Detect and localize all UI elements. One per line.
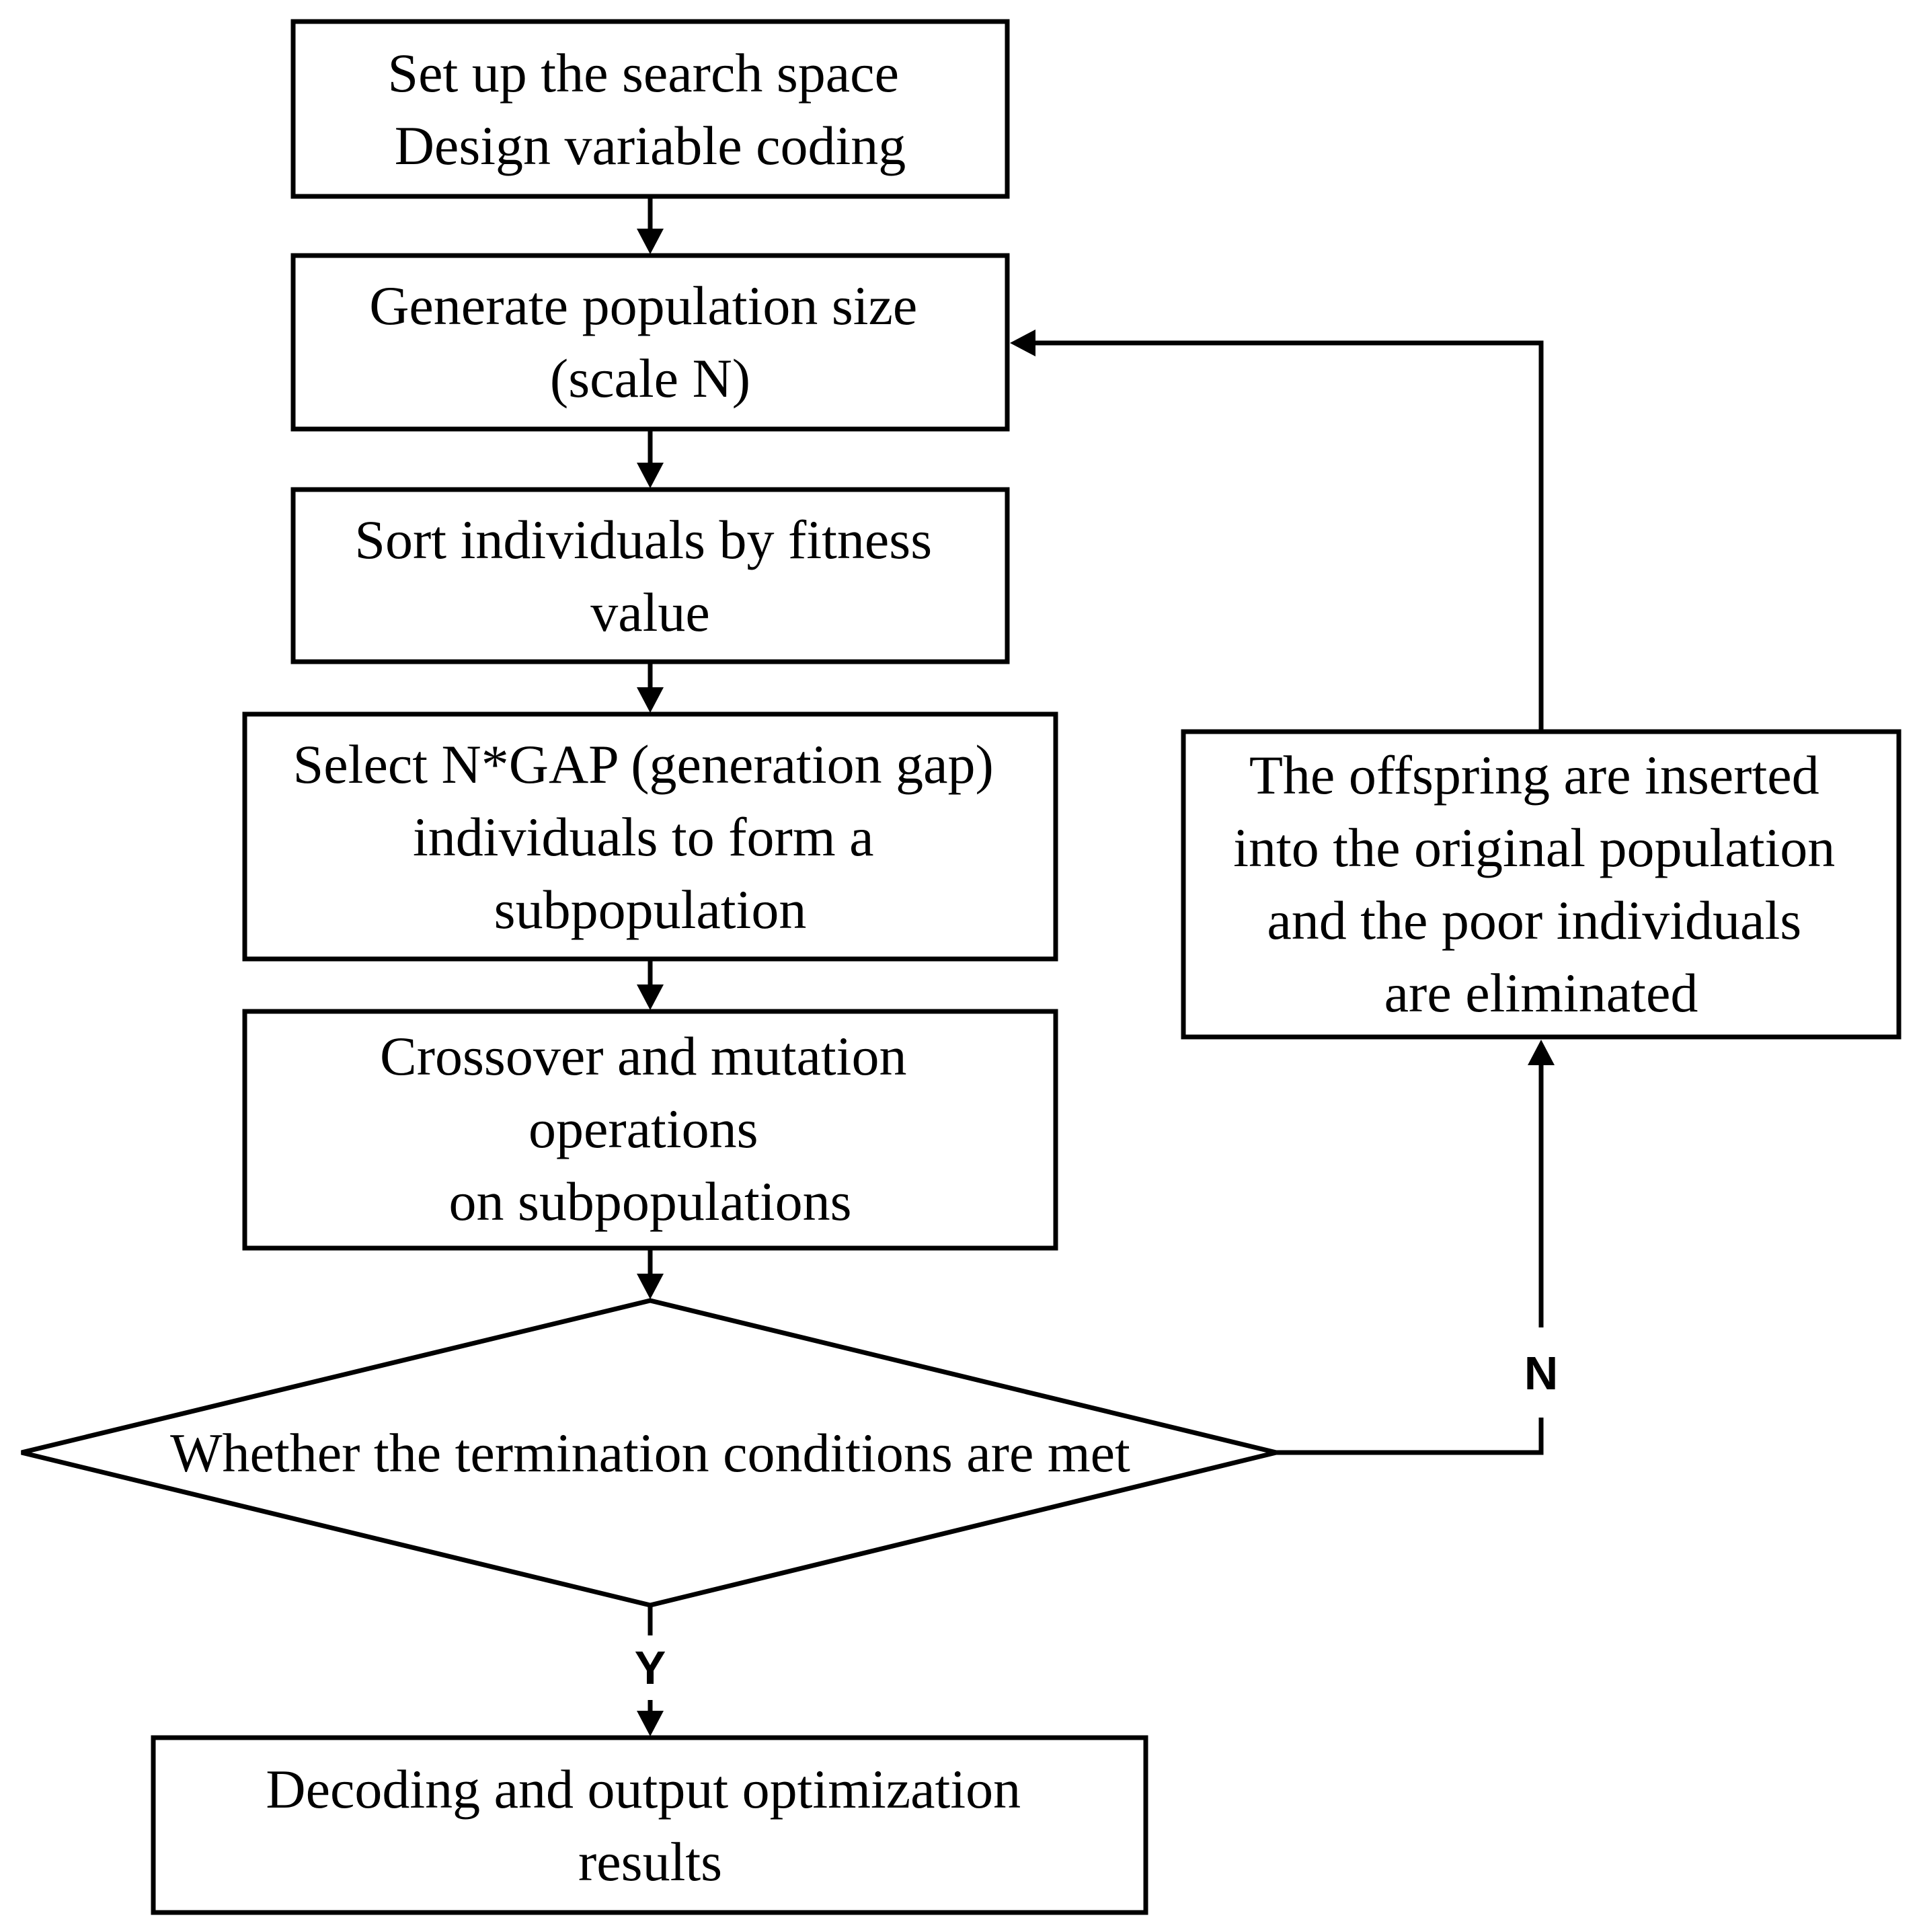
- arrowhead-icon: [637, 1711, 664, 1736]
- node-select-line-3: subpopulation: [494, 879, 807, 940]
- node-crossover-line-1: Crossover and mutation: [380, 1026, 906, 1087]
- edge-decision-to-insert: N: [1276, 1040, 1559, 1455]
- node-generate: Generate population size (scale N): [290, 253, 1010, 432]
- label-yes: Y: [635, 1641, 666, 1694]
- svg-text:Decoding and output optimizati: Decoding and output optimization results: [266, 1759, 1034, 1892]
- edge-insert-to-generate: [1010, 330, 1544, 732]
- node-decode-line-1: Decoding and output optimization: [266, 1759, 1021, 1820]
- label-no: N: [1524, 1347, 1559, 1399]
- svg-text:Sort individuals by fitness: Sort individuals by fitness value: [354, 509, 945, 643]
- arrowhead-icon: [637, 463, 664, 488]
- node-insert-line-4: are eliminated: [1384, 962, 1698, 1023]
- svg-text:Whether the termination condit: Whether the termination conditions are m…: [170, 1422, 1130, 1483]
- arrowhead-icon: [637, 687, 664, 713]
- edge-crossover-to-decision: [637, 1248, 664, 1299]
- node-insert: The offspring are inserted into the orig…: [1181, 729, 1902, 1040]
- node-sort-line-2: value: [590, 582, 710, 643]
- edge-sort-to-select: [637, 662, 664, 713]
- edge-select-to-crossover: [637, 959, 664, 1010]
- node-decision-line-1: Whether the termination conditions are m…: [170, 1422, 1130, 1483]
- node-crossover-line-3: on subpopulations: [448, 1171, 851, 1232]
- node-crossover-line-2: operations: [528, 1098, 758, 1159]
- arrowhead-icon: [1010, 330, 1035, 356]
- node-select-line-1: Select N*GAP (generation gap): [293, 734, 994, 795]
- svg-text:Set up the search space: Set up the search space Design variable …: [388, 42, 913, 176]
- node-sort: Sort individuals by fitness value: [290, 487, 1010, 664]
- svg-text:Generate population size: Generate population size (scale N): [369, 275, 931, 409]
- node-setup-line-2: Design variable coding: [395, 115, 906, 176]
- node-setup: Set up the search space Design variable …: [290, 19, 1010, 199]
- node-crossover: Crossover and mutation operations on sub…: [242, 1009, 1058, 1251]
- svg-text:Crossover and mutation o: Crossover and mutation operations on sub…: [380, 1026, 921, 1232]
- svg-text:The offspring are inserted: The offspring are inserted into the orig…: [1233, 744, 1849, 1023]
- node-insert-line-1: The offspring are inserted: [1249, 744, 1819, 806]
- node-generate-line-2: (scale N): [550, 348, 750, 409]
- arrowhead-icon: [637, 1274, 664, 1299]
- node-decode: Decoding and output optimization results: [151, 1735, 1148, 1915]
- arrowhead-icon: [637, 229, 664, 254]
- node-insert-line-2: into the original population: [1233, 817, 1835, 878]
- node-select: Select N*GAP (generation gap) individual…: [242, 711, 1058, 962]
- node-sort-line-1: Sort individuals by fitness: [354, 509, 932, 570]
- node-generate-line-1: Generate population size: [369, 275, 917, 336]
- edge-decision-to-decode: Y: [635, 1605, 666, 1736]
- edge-setup-to-generate: [637, 196, 664, 254]
- edge-generate-to-sort: [637, 429, 664, 488]
- arrowhead-icon: [1528, 1040, 1555, 1065]
- node-decode-line-2: results: [578, 1831, 722, 1892]
- arrowhead-icon: [637, 984, 664, 1010]
- svg-text:Select N*GAP (generation gap): Select N*GAP (generation gap) individual…: [293, 734, 1008, 940]
- node-setup-line-1: Set up the search space: [388, 42, 899, 104]
- node-insert-line-3: and the poor individuals: [1267, 890, 1801, 951]
- node-decision: Whether the termination conditions are m…: [21, 1298, 1277, 1608]
- node-select-line-2: individuals to form a: [413, 806, 874, 867]
